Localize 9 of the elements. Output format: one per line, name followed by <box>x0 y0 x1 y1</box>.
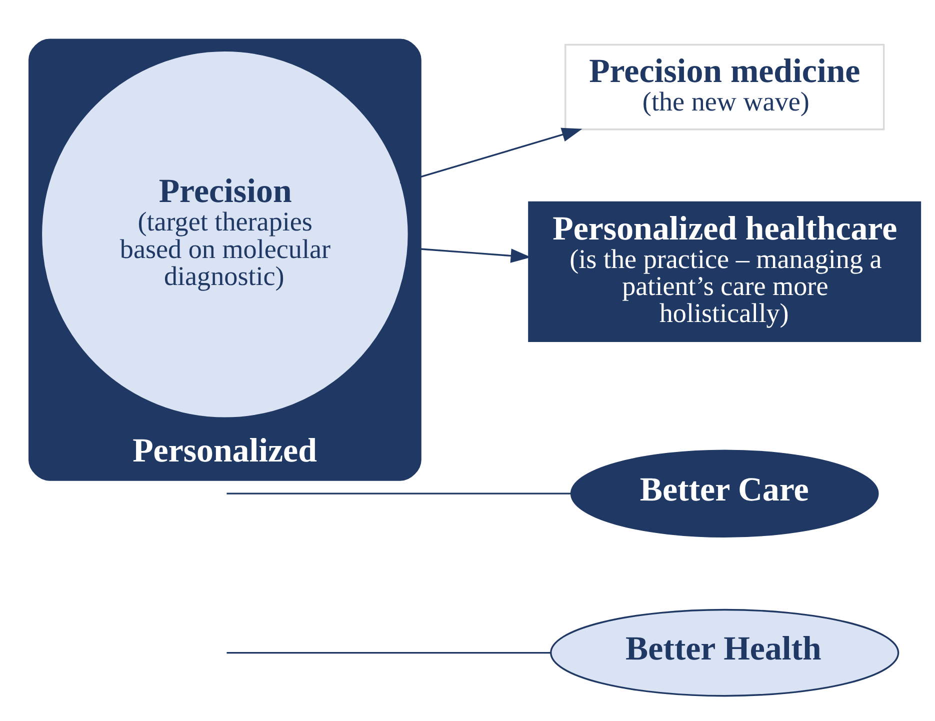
arrow <box>420 248 531 262</box>
node-box: Personalized healthcare (is the practice – managing a patient’s care more holistically) <box>528 200 921 342</box>
node-box: Precision medicine (the new wave) <box>564 43 884 130</box>
node-ellipse: Better Health <box>550 608 899 696</box>
connector <box>226 492 571 494</box>
arrow <box>399 127 582 184</box>
node-ellipse: Better Care <box>570 449 878 537</box>
connector <box>226 651 550 654</box>
node-circle: Precision (target therapies based on molecular diagnostic) <box>42 51 408 417</box>
